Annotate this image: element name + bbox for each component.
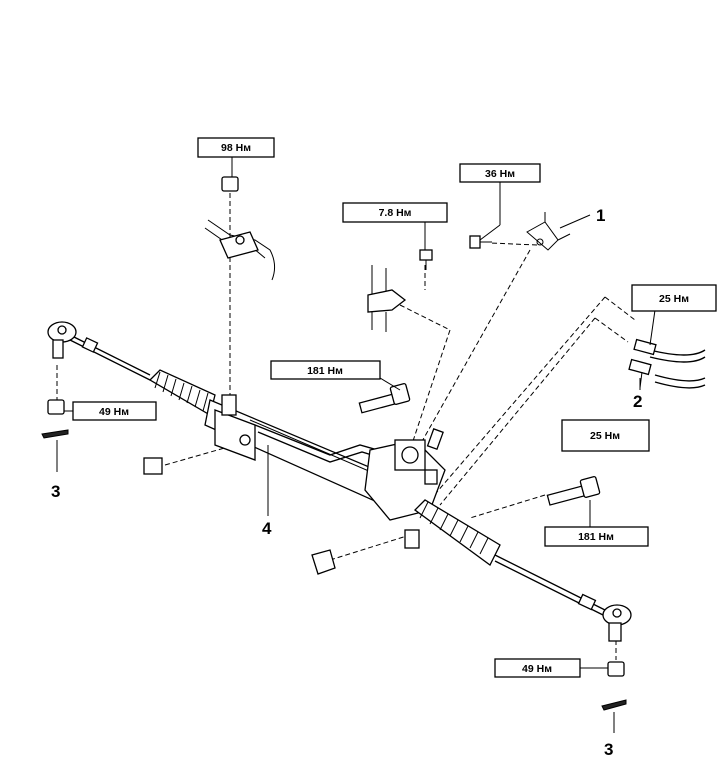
torque-181-right-text: 181 Нм <box>578 531 614 543</box>
right-bellows <box>414 499 501 566</box>
part-1-bracket <box>526 212 571 251</box>
bushing-right <box>311 549 336 575</box>
torque-36-text: 36 Нм <box>485 168 515 180</box>
bolt-181-right <box>546 476 601 506</box>
callout-2: 2 <box>633 392 642 411</box>
torque-49-left-text: 49 Нм <box>99 406 129 418</box>
steering-rack-body <box>47 321 632 642</box>
cotter-pin-right <box>601 699 627 711</box>
nut-49-right <box>607 661 625 677</box>
dashed-leaders <box>56 185 636 660</box>
callout-4: 4 <box>262 519 272 538</box>
torque-181-left-text: 181 Нм <box>307 365 343 377</box>
torque-label-78: 7.8 Нм <box>342 202 448 223</box>
torque-25-upper-text: 25 Нм <box>659 293 689 305</box>
left-mount-bracket <box>214 394 256 461</box>
callout-1: 1 <box>596 206 605 225</box>
torque-49-right-text: 49 Нм <box>522 663 552 675</box>
torque-78-text: 7.8 Нм <box>379 207 412 219</box>
bolt-181-left <box>358 383 411 414</box>
torque-label-181-left: 181 Нм <box>270 360 381 380</box>
left-bellows <box>148 369 216 416</box>
left-tie-rod-end <box>47 321 99 359</box>
bushing-left <box>143 457 163 475</box>
torque-label-49-left: 49 Нм <box>72 401 157 421</box>
torque-label-98: 98 Нм <box>197 137 275 158</box>
fasteners <box>41 176 627 711</box>
torque-label-49-right: 49 Нм <box>494 658 581 678</box>
torque-98-text: 98 Нм <box>221 142 251 154</box>
callout-3-left: 3 <box>51 482 60 501</box>
bolt-36 <box>469 235 492 249</box>
torque-label-36: 36 Нм <box>459 163 541 183</box>
cotter-pin-left <box>41 429 69 439</box>
valve-housing <box>364 428 446 549</box>
callout-3-right: 3 <box>604 740 613 759</box>
nut-49-left <box>47 399 65 415</box>
torque-label-181-right: 181 Нм <box>544 526 649 547</box>
nut-98 <box>221 176 239 192</box>
torque-25-lower-text: 25 Нм <box>590 430 620 442</box>
screw-78 <box>419 249 433 270</box>
right-tie-rod-end <box>577 593 632 642</box>
torque-label-25-upper: 25 Нм <box>631 284 717 312</box>
label-leaders <box>56 157 656 733</box>
upper-bracket-clamp <box>204 219 276 281</box>
hose-clamp <box>367 265 407 332</box>
torque-label-25-lower: 25 Нм <box>561 419 650 452</box>
